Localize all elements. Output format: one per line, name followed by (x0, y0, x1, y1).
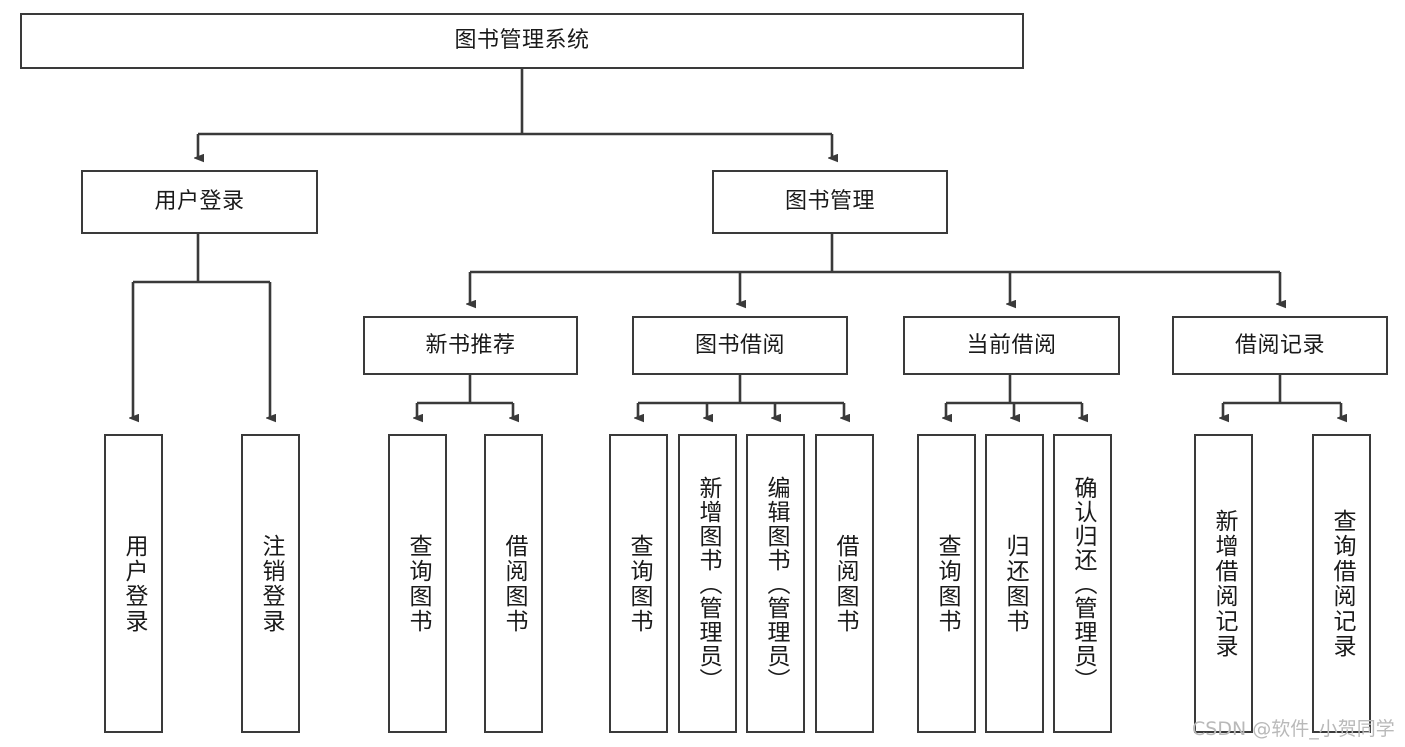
node-borrow-record-label: 借阅记录 (1234, 332, 1325, 358)
node-leaf-confirm-return[interactable]: 确认归还（管理员） (1053, 434, 1112, 733)
node-leaf-query-book-2-label: 查询图书 (626, 533, 652, 634)
node-user-login[interactable]: 用户登录 (81, 170, 318, 234)
node-leaf-edit-book[interactable]: 编辑图书（管理员） (746, 434, 805, 733)
node-new-book-recommend-label: 新书推荐 (425, 332, 516, 358)
node-leaf-query-book-3-label: 查询图书 (934, 533, 960, 634)
node-leaf-edit-book-label: 编辑图书（管理员） (763, 475, 789, 692)
node-current-borrow-label: 当前借阅 (966, 332, 1057, 358)
node-leaf-return-book-label: 归还图书 (1002, 533, 1028, 634)
node-leaf-borrow-book-2[interactable]: 借阅图书 (815, 434, 874, 733)
node-book-manage[interactable]: 图书管理 (712, 170, 948, 234)
node-current-borrow[interactable]: 当前借阅 (903, 316, 1120, 375)
node-leaf-query-book-2[interactable]: 查询图书 (609, 434, 668, 733)
node-leaf-return-book[interactable]: 归还图书 (985, 434, 1044, 733)
node-leaf-query-book-3[interactable]: 查询图书 (917, 434, 976, 733)
node-leaf-add-record[interactable]: 新增借阅记录 (1194, 434, 1253, 733)
node-leaf-query-record-label: 查询借阅记录 (1329, 508, 1355, 659)
node-borrow-record[interactable]: 借阅记录 (1172, 316, 1388, 375)
node-leaf-confirm-return-label: 确认归还（管理员） (1070, 475, 1096, 692)
node-leaf-user-login-label: 用户登录 (121, 533, 147, 634)
node-leaf-user-login[interactable]: 用户登录 (104, 434, 163, 733)
node-leaf-add-book[interactable]: 新增图书（管理员） (678, 434, 737, 733)
node-leaf-borrow-book-1[interactable]: 借阅图书 (484, 434, 543, 733)
node-leaf-add-record-label: 新增借阅记录 (1211, 508, 1237, 659)
node-leaf-logout-login[interactable]: 注销登录 (241, 434, 300, 733)
node-user-login-label: 用户登录 (154, 189, 245, 215)
node-leaf-borrow-book-2-label: 借阅图书 (832, 533, 858, 634)
node-book-manage-label: 图书管理 (784, 189, 875, 215)
node-book-borrow-label: 图书借阅 (694, 332, 785, 358)
node-book-borrow[interactable]: 图书借阅 (632, 316, 848, 375)
node-root[interactable]: 图书管理系统 (20, 13, 1024, 69)
node-leaf-borrow-book-1-label: 借阅图书 (501, 533, 527, 634)
node-leaf-logout-login-label: 注销登录 (258, 533, 284, 634)
node-leaf-query-book-1[interactable]: 查询图书 (388, 434, 447, 733)
node-leaf-query-record[interactable]: 查询借阅记录 (1312, 434, 1371, 733)
node-leaf-query-book-1-label: 查询图书 (405, 533, 431, 634)
node-leaf-add-book-label: 新增图书（管理员） (695, 475, 721, 692)
node-root-label: 图书管理系统 (454, 28, 590, 54)
watermark-text: CSDN @软件_小贺同学 (1192, 718, 1395, 740)
node-new-book-recommend[interactable]: 新书推荐 (363, 316, 578, 375)
